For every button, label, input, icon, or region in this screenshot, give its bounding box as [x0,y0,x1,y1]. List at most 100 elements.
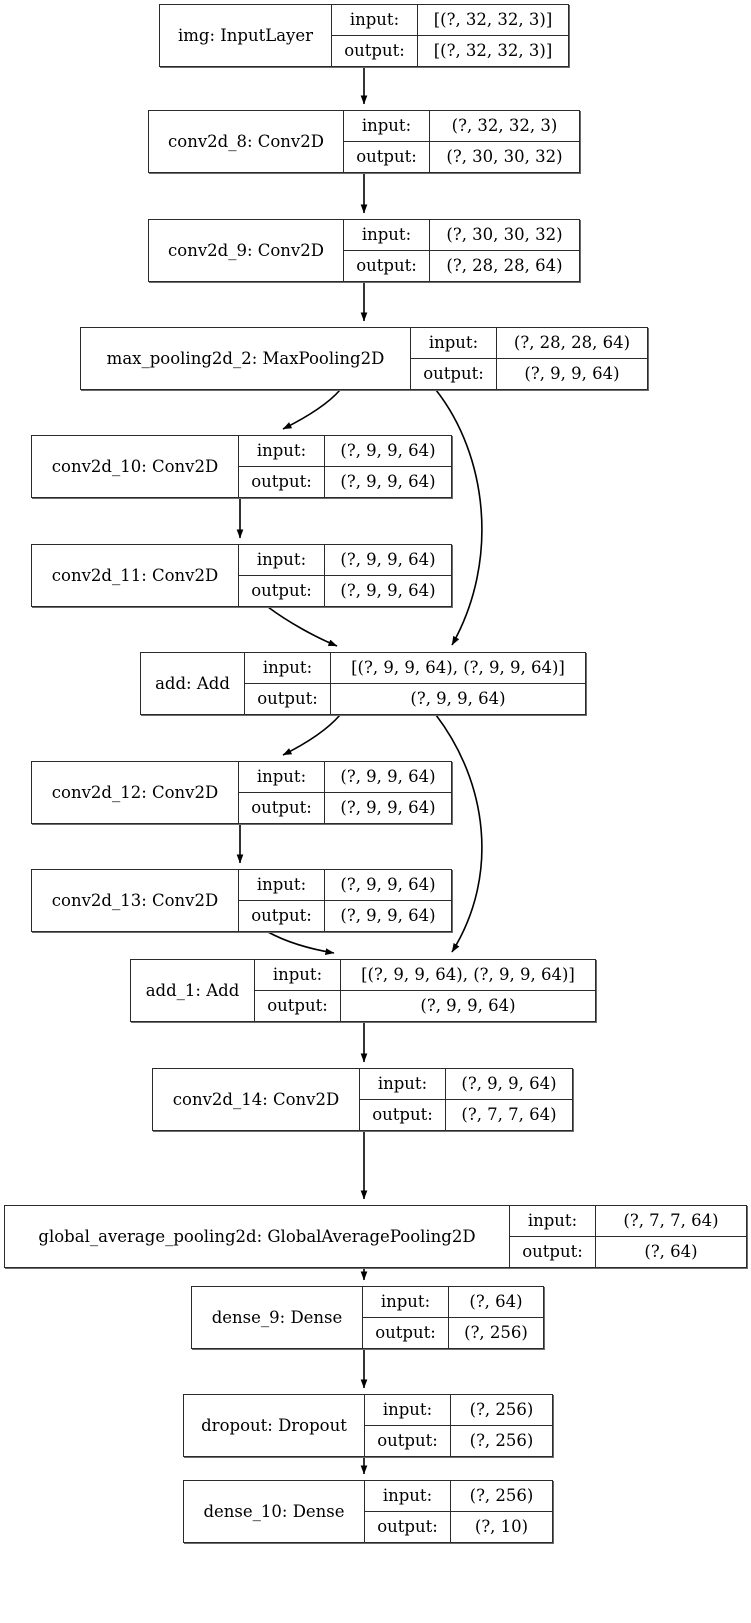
node-output-row: output: (?, 10) [365,1511,552,1542]
node-input-row: input: (?, 7, 7, 64) [510,1206,746,1237]
edge-conv2d_11-to-add [267,606,338,647]
node-io-block: input: [(?, 32, 32, 3)] output: [(?, 32,… [332,5,568,66]
node-output-row: output: (?, 256) [365,1425,552,1456]
input-shape: (?, 256) [469,1400,534,1420]
node-dense_9[interactable]: dense_9: Dense input: (?, 64) output: (?… [191,1286,544,1349]
node-output-row: output: (?, 9, 9, 64) [255,990,595,1021]
node-io-block: input: (?, 7, 7, 64) output: (?, 64) [510,1206,746,1267]
output-shape: (?, 9, 9, 64) [410,689,506,709]
input-label: input: [363,1287,449,1317]
node-conv2d_10[interactable]: conv2d_10: Conv2D input: (?, 9, 9, 64) o… [31,435,452,498]
node-input-row: input: (?, 256) [365,1395,552,1426]
node-output-row: output: (?, 9, 9, 64) [239,792,451,823]
output-shape: (?, 10) [474,1517,529,1537]
node-title: dropout: Dropout [184,1395,365,1456]
input-shape: [(?, 9, 9, 64), (?, 9, 9, 64)] [361,965,575,985]
node-output-row: output: (?, 7, 7, 64) [360,1099,572,1130]
output-shape: (?, 256) [469,1431,534,1451]
node-title: conv2d_11: Conv2D [32,545,239,606]
output-shape: (?, 9, 9, 64) [524,364,620,384]
output-label: output: [365,1511,451,1542]
node-dropout[interactable]: dropout: Dropout input: (?, 256) output:… [183,1394,553,1457]
node-input-row: input: (?, 30, 30, 32) [344,220,579,251]
node-input-row: input: [(?, 32, 32, 3)] [332,5,568,36]
output-label: output: [411,358,497,389]
node-title: conv2d_14: Conv2D [153,1069,360,1130]
node-io-block: input: [(?, 9, 9, 64), (?, 9, 9, 64)] ou… [245,653,585,714]
node-input-row: input: (?, 9, 9, 64) [360,1069,572,1100]
input-label: input: [365,1481,451,1511]
output-label: output: [255,990,341,1021]
output-shape: (?, 64) [644,1242,698,1262]
node-io-block: input: (?, 9, 9, 64) output: (?, 9, 9, 6… [239,870,451,931]
node-io-block: input: (?, 32, 32, 3) output: (?, 30, 30… [344,111,579,172]
input-shape: (?, 64) [469,1292,523,1312]
node-title: add: Add [141,653,245,714]
node-input-row: input: (?, 32, 32, 3) [344,111,579,142]
node-global_average_pooling2d[interactable]: global_average_pooling2d: GlobalAverageP… [4,1205,747,1268]
node-title: global_average_pooling2d: GlobalAverageP… [5,1206,510,1267]
node-conv2d_11[interactable]: conv2d_11: Conv2D input: (?, 9, 9, 64) o… [31,544,452,607]
node-output-row: output: [(?, 32, 32, 3)] [332,35,568,66]
input-shape: (?, 9, 9, 64) [340,441,436,461]
input-label: input: [360,1069,446,1099]
input-shape: (?, 9, 9, 64) [340,767,436,787]
node-dense_10[interactable]: dense_10: Dense input: (?, 256) output: … [183,1480,553,1543]
node-output-row: output: (?, 64) [510,1236,746,1267]
node-io-block: input: (?, 28, 28, 64) output: (?, 9, 9,… [411,328,647,389]
node-input-row: input: [(?, 9, 9, 64), (?, 9, 9, 64)] [245,653,585,684]
output-label: output: [245,683,331,714]
input-label: input: [245,653,331,683]
node-conv2d_13[interactable]: conv2d_13: Conv2D input: (?, 9, 9, 64) o… [31,869,452,932]
node-conv2d_9[interactable]: conv2d_9: Conv2D input: (?, 30, 30, 32) … [148,219,580,282]
node-io-block: input: (?, 256) output: (?, 256) [365,1395,552,1456]
input-shape: (?, 30, 30, 32) [446,225,563,245]
output-label: output: [239,900,325,931]
output-shape: (?, 9, 9, 64) [340,472,436,492]
output-shape: (?, 28, 28, 64) [446,256,563,276]
node-title: conv2d_8: Conv2D [149,111,344,172]
output-shape: (?, 30, 30, 32) [446,147,563,167]
input-shape: [(?, 9, 9, 64), (?, 9, 9, 64)] [351,658,565,678]
output-label: output: [344,250,430,281]
output-label: output: [510,1236,596,1267]
output-label: output: [344,141,430,172]
input-shape: [(?, 32, 32, 3)] [433,10,553,30]
node-add_1[interactable]: add_1: Add input: [(?, 9, 9, 64), (?, 9,… [130,959,596,1022]
output-label: output: [360,1099,446,1130]
output-shape: (?, 9, 9, 64) [420,996,516,1016]
node-io-block: input: [(?, 9, 9, 64), (?, 9, 9, 64)] ou… [255,960,595,1021]
node-conv2d_12[interactable]: conv2d_12: Conv2D input: (?, 9, 9, 64) o… [31,761,452,824]
input-label: input: [510,1206,596,1236]
node-input-row: input: (?, 9, 9, 64) [239,436,451,467]
node-title: conv2d_9: Conv2D [149,220,344,281]
node-io-block: input: (?, 256) output: (?, 10) [365,1481,552,1542]
node-conv2d_14[interactable]: conv2d_14: Conv2D input: (?, 9, 9, 64) o… [152,1068,573,1131]
node-add[interactable]: add: Add input: [(?, 9, 9, 64), (?, 9, 9… [140,652,586,715]
node-title: conv2d_13: Conv2D [32,870,239,931]
node-output-row: output: (?, 9, 9, 64) [239,575,451,606]
output-label: output: [363,1317,449,1348]
node-input-row: input: [(?, 9, 9, 64), (?, 9, 9, 64)] [255,960,595,991]
input-shape: (?, 7, 7, 64) [623,1211,719,1231]
node-title: max_pooling2d_2: MaxPooling2D [81,328,411,389]
input-shape: (?, 9, 9, 64) [461,1074,557,1094]
node-title: dense_9: Dense [192,1287,363,1348]
node-max_pooling2d_2[interactable]: max_pooling2d_2: MaxPooling2D input: (?,… [80,327,648,390]
input-label: input: [239,545,325,575]
node-img[interactable]: img: InputLayer input: [(?, 32, 32, 3)] … [159,4,569,67]
edge-add-to-conv2d_12 [282,714,341,756]
node-output-row: output: (?, 9, 9, 64) [245,683,585,714]
output-label: output: [239,466,325,497]
node-title: dense_10: Dense [184,1481,365,1542]
node-input-row: input: (?, 28, 28, 64) [411,328,647,359]
node-conv2d_8[interactable]: conv2d_8: Conv2D input: (?, 32, 32, 3) o… [148,110,580,173]
node-io-block: input: (?, 64) output: (?, 256) [363,1287,543,1348]
input-shape: (?, 9, 9, 64) [340,550,436,570]
input-shape: (?, 9, 9, 64) [340,875,436,895]
node-title: conv2d_12: Conv2D [32,762,239,823]
node-input-row: input: (?, 9, 9, 64) [239,762,451,793]
input-label: input: [344,220,430,250]
edge-conv2d_13-to-add_1 [267,931,335,955]
